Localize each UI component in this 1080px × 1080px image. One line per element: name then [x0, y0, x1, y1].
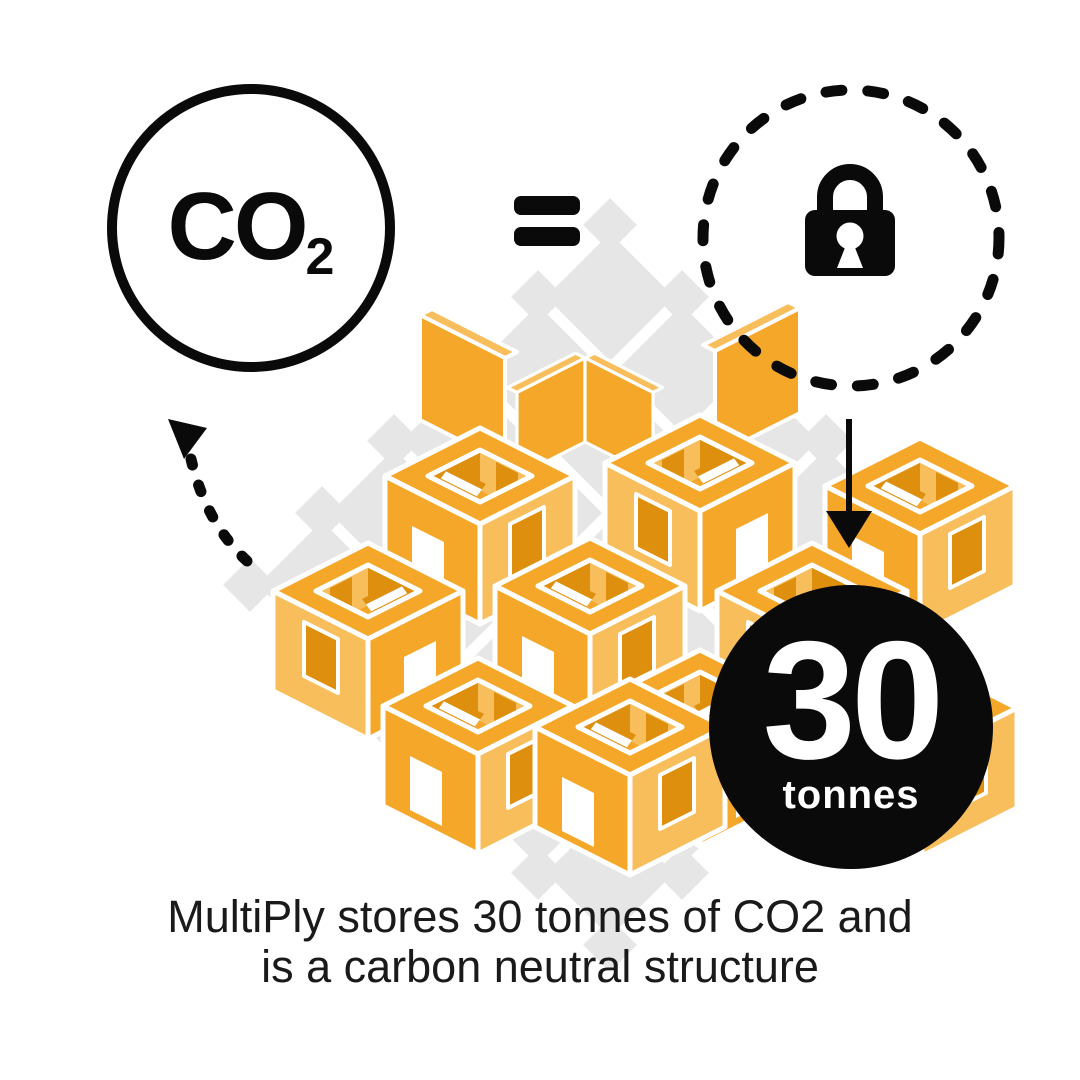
down-arrow-icon	[826, 419, 872, 548]
caption-line-1: MultiPly stores 30 tonnes of CO2 and	[167, 891, 913, 942]
curved-dashed-arrow-icon	[168, 419, 253, 567]
co2-circle	[107, 84, 395, 372]
caption: MultiPly stores 30 tonnes of CO2 and is …	[0, 892, 1080, 992]
equals-symbol-text: =	[514, 196, 515, 197]
equals-top-bar	[514, 196, 580, 215]
padlock-icon	[805, 164, 895, 276]
tonnes-badge-circle	[709, 585, 993, 869]
co2-subscript: 2	[305, 228, 335, 286]
tonnes-unit: tonnes	[782, 773, 920, 818]
dashed-circle	[697, 84, 1005, 392]
caption-line-2: is a carbon neutral structure	[261, 941, 819, 992]
equals-icon: =	[514, 196, 580, 246]
tonnes-badge-label: 30 tonnes	[709, 583, 993, 867]
co2-formula: CO	[167, 173, 309, 280]
tonnes-value: 30	[762, 605, 945, 794]
equals-bottom-bar	[514, 227, 580, 246]
